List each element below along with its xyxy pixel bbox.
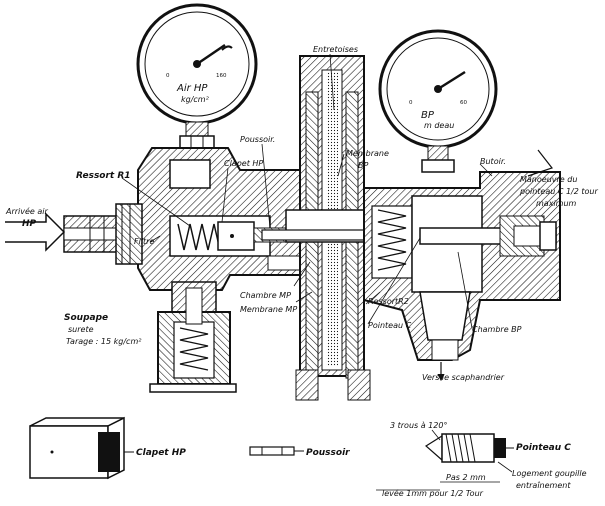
label-membrane-mp: Membrane MP	[240, 305, 297, 314]
bp-gauge-max: 60	[460, 100, 467, 106]
label-chambre-bp: Chambre BP	[472, 325, 522, 334]
bp-gauge-needle	[437, 70, 466, 91]
label-chambre-mp: Chambre MP	[240, 291, 291, 300]
label-membrane-bp: Membrane	[346, 149, 389, 158]
detail-clapet-hp: Clapet HP	[29, 416, 186, 480]
label-soupape-3: Tarage : 15 kg/cm²	[66, 337, 142, 346]
label-clapet-hp: Clapet HP	[224, 159, 263, 168]
inlet-arrow	[5, 212, 66, 252]
detail-poussoir: Poussoir	[249, 446, 350, 458]
bp-body	[363, 171, 561, 361]
bp-gauge-title: BP	[421, 110, 435, 121]
bp-gauge: 0 60 BP m deau	[378, 29, 498, 173]
bp-gauge-min: 0	[409, 100, 413, 106]
hp-gauge-unit: kg/cm²	[181, 95, 210, 104]
hp-gauge-min: 0	[166, 73, 170, 79]
detail-logement-1: Logement goupille	[512, 469, 587, 478]
label-manoeuvre-2: pointeau C 1/2 tour	[519, 187, 598, 196]
label-pointeau-c-mid: Pointeau C	[368, 321, 412, 330]
clapet-hp-part	[217, 221, 255, 251]
detail-pointeau-c: 3 trous à 120° Pointeau C Logement goupi…	[376, 421, 587, 498]
detail-pointeau-c-label: Pointeau C	[516, 443, 571, 453]
label-manoeuvre-1: Manoeuvre du	[520, 175, 577, 184]
label-ressort-r2: RessortR2	[368, 297, 409, 306]
label-arrivee-air: Arrivée air	[5, 206, 49, 216]
label-ressort-r1: Ressort R1	[76, 171, 131, 181]
hp-gauge-needle	[196, 43, 226, 66]
detail-poussoir-label: Poussoir	[306, 448, 350, 458]
hp-gauge-max: 160	[216, 73, 227, 79]
flow-arrows	[5, 149, 553, 382]
diagram-labels: Entretoises Poussoir. Clapet HP Membrane…	[5, 45, 598, 382]
membrane-stack	[261, 55, 407, 401]
spring-r1	[177, 223, 221, 251]
hp-gauge: 0 160 Air HP kg/cm²	[136, 3, 258, 149]
hp-body	[137, 147, 307, 291]
label-butoir: Butoir.	[480, 157, 506, 166]
hp-gauge-title: Air HP	[176, 83, 208, 94]
detail-levee: levée 1mm pour 1/2 Tour	[382, 488, 484, 498]
label-vers-scaphandrier: Vers le scaphandrier	[422, 373, 505, 382]
label-soupape-2: surete	[68, 325, 94, 334]
detail-clapet-hp-label: Clapet HP	[136, 448, 186, 458]
spring-r2	[377, 209, 407, 271]
bp-gauge-unit: m deau	[424, 121, 454, 130]
detail-logement-2: entraînement	[516, 481, 571, 490]
label-poussoir: Poussoir.	[240, 135, 275, 144]
label-hp: HP	[22, 219, 37, 229]
label-manoeuvre-3: maximum	[536, 199, 577, 208]
leader-lines	[121, 53, 493, 329]
label-entretoises: Entretoises	[313, 45, 358, 54]
inlet-nozzle	[63, 203, 143, 265]
label-filtre: Filtre	[134, 237, 154, 246]
label-soupape-1: Soupape	[64, 313, 108, 323]
detail-trous: 3 trous à 120°	[390, 421, 447, 430]
label-membrane-bp-2: BP	[358, 161, 368, 170]
safety-valve	[149, 281, 237, 393]
detail-pas: Pas 2 mm	[446, 473, 486, 482]
